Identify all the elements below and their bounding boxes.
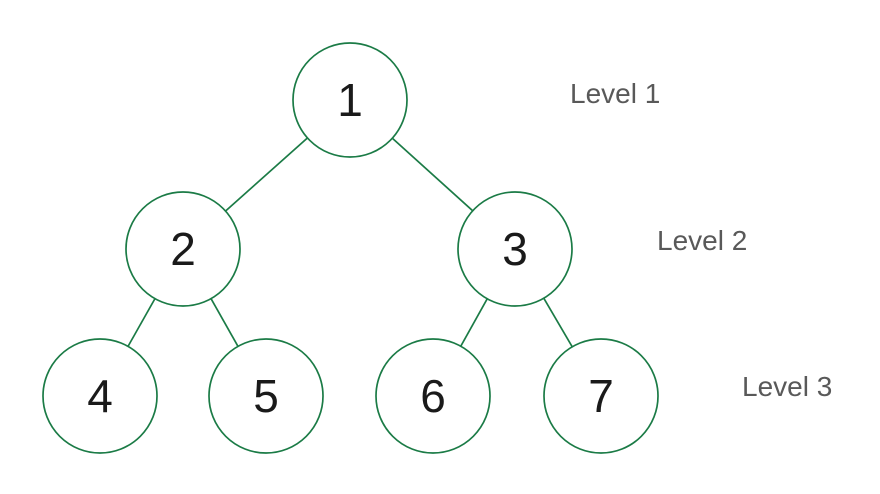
tree-node-3: 3 xyxy=(457,191,573,307)
level-1-label: Level 1 xyxy=(570,78,660,109)
tree-node-circle xyxy=(292,42,408,158)
tree-node-6: 6 xyxy=(375,338,491,454)
tree-node-7: 7 xyxy=(543,338,659,454)
tree-node-circle xyxy=(457,191,573,307)
tree-node-circle xyxy=(375,338,491,454)
tree-node-value: 2 xyxy=(170,223,196,275)
level-2-label: Level 2 xyxy=(657,225,747,256)
tree-node-value: 7 xyxy=(588,370,614,422)
tree-node-value: 1 xyxy=(337,74,363,126)
level-3-label: Level 3 xyxy=(742,371,832,402)
tree-node-5: 5 xyxy=(208,338,324,454)
tree-node-circle xyxy=(208,338,324,454)
tree-node-4: 4 xyxy=(42,338,158,454)
level-labels: Level 1 Level 2 Level 3 xyxy=(570,78,832,402)
tree-node-circle xyxy=(42,338,158,454)
tree-node-value: 3 xyxy=(502,223,528,275)
tree-node-value: 4 xyxy=(87,370,113,422)
tree-node-2: 2 xyxy=(125,191,241,307)
tree-node-1: 1 xyxy=(292,42,408,158)
tree-node-circle xyxy=(125,191,241,307)
tree-node-circle xyxy=(543,338,659,454)
tree-node-value: 5 xyxy=(253,370,279,422)
tree-node-value: 6 xyxy=(420,370,446,422)
